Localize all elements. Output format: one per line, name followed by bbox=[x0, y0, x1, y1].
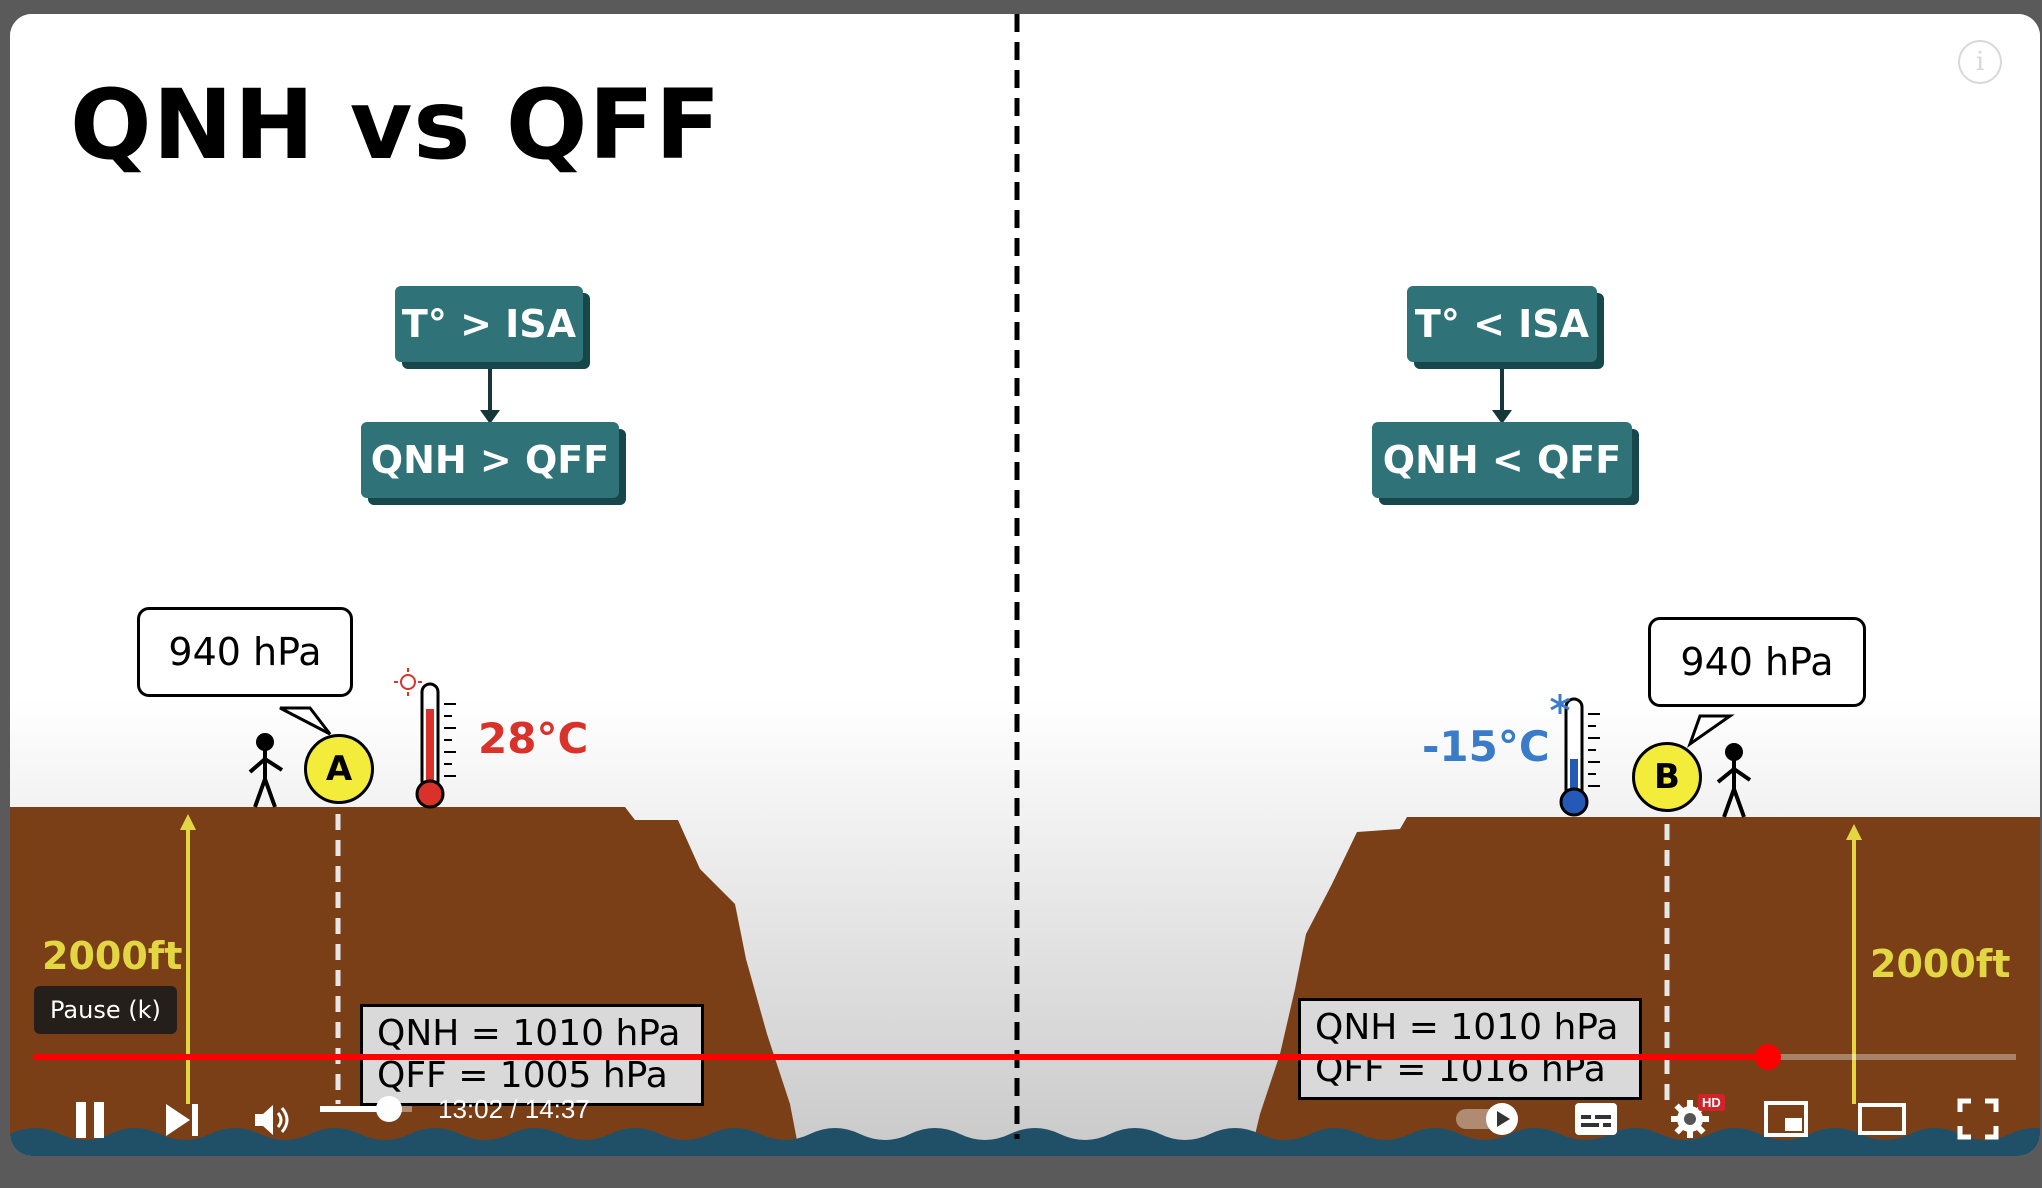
progress-scrubber[interactable] bbox=[1755, 1044, 1782, 1070]
left-altitude-label: 2000ft bbox=[42, 934, 183, 978]
right-pressure-bubble: 940 hPa bbox=[1648, 617, 1866, 707]
left-flow-arrow bbox=[480, 366, 500, 424]
left-qff-value: QFF = 1005 hPa bbox=[377, 1055, 668, 1096]
fullscreen-icon bbox=[1957, 1098, 1999, 1140]
progress-bar[interactable] bbox=[34, 1044, 2016, 1070]
pause-icon bbox=[76, 1102, 104, 1138]
subtitles-button[interactable] bbox=[1566, 1096, 1626, 1142]
settings-button[interactable]: HD bbox=[1660, 1094, 1725, 1144]
theater-mode-button[interactable] bbox=[1852, 1096, 1912, 1142]
settings-icon bbox=[1671, 1100, 1709, 1138]
fullscreen-button[interactable] bbox=[1948, 1096, 2008, 1142]
volume-button[interactable] bbox=[244, 1094, 304, 1146]
miniplayer-icon bbox=[1764, 1101, 1808, 1137]
left-pressure-bubble: 940 hPa bbox=[137, 607, 353, 697]
info-icon[interactable]: i bbox=[1958, 40, 2002, 84]
left-bubble-tail bbox=[279, 706, 332, 736]
right-cliff bbox=[1250, 817, 2040, 1156]
pause-button[interactable] bbox=[60, 1094, 120, 1146]
pause-tooltip: Pause (k) bbox=[34, 986, 177, 1034]
volume-knob[interactable] bbox=[376, 1096, 402, 1122]
subtitles-icon bbox=[1575, 1103, 1617, 1135]
next-button[interactable] bbox=[152, 1094, 212, 1146]
volume-icon bbox=[255, 1105, 289, 1135]
video-player[interactable]: QNH vs QFF i T° > ISA QNH > QFF T° < ISA… bbox=[10, 14, 2040, 1156]
hot-thermometer-icon bbox=[394, 668, 456, 809]
right-condition-box: T° < ISA bbox=[1407, 286, 1597, 362]
left-result-box: QNH > QFF bbox=[361, 422, 619, 498]
autoplay-toggle[interactable] bbox=[1448, 1096, 1528, 1142]
miniplayer-button[interactable] bbox=[1756, 1096, 1816, 1142]
right-person-icon bbox=[1716, 743, 1752, 818]
right-result-box: QNH < QFF bbox=[1372, 422, 1632, 498]
station-a-marker: A bbox=[304, 734, 374, 804]
video-frame bbox=[10, 14, 2040, 1156]
right-flow-arrow bbox=[1492, 366, 1512, 424]
slide-title: QNH vs QFF bbox=[70, 69, 722, 181]
hd-badge: HD bbox=[1698, 1094, 1725, 1111]
time-display: 13:02 / 14:37 bbox=[438, 1094, 590, 1124]
right-altitude-label: 2000ft bbox=[1870, 942, 2011, 986]
theater-mode-icon bbox=[1858, 1103, 1906, 1135]
right-altitude-arrow bbox=[1846, 824, 1862, 1104]
sea-water bbox=[10, 1128, 2040, 1156]
autoplay-toggle-icon bbox=[1456, 1103, 1518, 1135]
left-condition-box: T° > ISA bbox=[395, 286, 583, 362]
left-temperature: 28°C bbox=[478, 714, 589, 763]
cold-thermometer-icon bbox=[1550, 694, 1600, 817]
right-qnh-value: QNH = 1010 hPa bbox=[1315, 1007, 1619, 1048]
right-bubble-tail bbox=[1687, 714, 1735, 748]
station-b-marker: B bbox=[1632, 742, 1702, 812]
volume-level bbox=[320, 1106, 389, 1112]
right-temperature: -15°C bbox=[1422, 722, 1550, 771]
volume-slider[interactable] bbox=[320, 1096, 412, 1122]
right-pressure-values: QNH = 1010 hPa QFF = 1016 hPa bbox=[1298, 998, 1642, 1100]
left-qnh-value: QNH = 1010 hPa bbox=[377, 1013, 681, 1054]
left-person-icon bbox=[248, 733, 284, 808]
progress-played bbox=[34, 1054, 1769, 1060]
next-icon bbox=[166, 1104, 198, 1136]
